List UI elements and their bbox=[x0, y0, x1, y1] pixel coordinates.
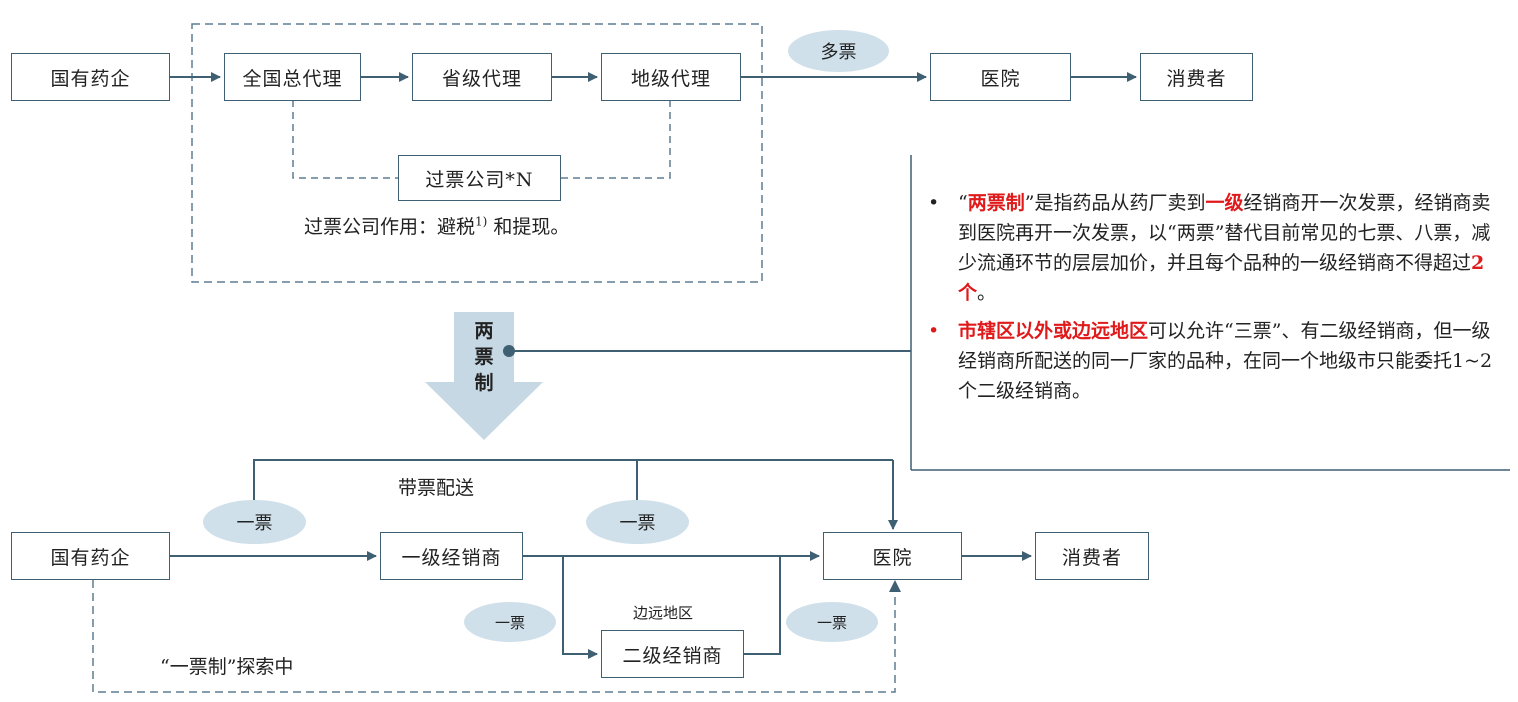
policy-note-remote-area: • 市辖区以外或边远地区可以允许“三票”、有二级经销商，但一级经销商所配送的同一… bbox=[928, 316, 1493, 406]
bullet-dot: • bbox=[928, 320, 940, 342]
one-ticket-oval-secondary-in: 一票 bbox=[464, 602, 556, 642]
node-label: 国有药企 bbox=[50, 67, 131, 90]
node-hospital-bottom: 医院 bbox=[823, 532, 962, 580]
highlight-text: 两票制 bbox=[967, 192, 1025, 214]
node-hospital-top: 医院 bbox=[930, 53, 1071, 101]
highlight-text: 一级 bbox=[1205, 192, 1244, 214]
oval-label: 一票 bbox=[619, 513, 656, 534]
node-prefecture-agent: 地级代理 bbox=[601, 53, 741, 101]
node-ticket-company: 过票公司*N bbox=[398, 155, 561, 201]
two-ticket-arrow-label: 两 票 制 bbox=[469, 318, 499, 396]
two-ticket-down-arrow bbox=[425, 312, 543, 440]
policy-note-two-ticket: • “两票制”是指药品从药厂卖到一级经销商开一次发票，经销商卖到医院再开一次发票… bbox=[928, 188, 1493, 308]
dashed-prefecture-to-ticket-company bbox=[561, 100, 671, 179]
node-label: 医院 bbox=[980, 67, 1021, 90]
highlight-text: 2个 bbox=[958, 252, 1485, 304]
node-national-agent: 全国总代理 bbox=[224, 53, 361, 101]
multi-ticket-oval: 多票 bbox=[788, 30, 889, 72]
node-label: 全国总代理 bbox=[242, 67, 343, 90]
node-consumer-top: 消费者 bbox=[1140, 53, 1253, 101]
policy-notes: • “两票制”是指药品从药厂卖到一级经销商开一次发票，经销商卖到医院再开一次发票… bbox=[928, 188, 1493, 414]
one-ticket-exploring-label: “一票制”探索中 bbox=[160, 656, 294, 678]
ticket-company-note: 过票公司作用：避税1) 和提现。 bbox=[304, 212, 569, 239]
oval-label: 一票 bbox=[236, 513, 273, 534]
note-text-end: 和提现。 bbox=[487, 216, 570, 238]
node-label: 省级代理 bbox=[441, 67, 522, 90]
node-label: 医院 bbox=[872, 546, 913, 569]
agent-chain-dashed-frame bbox=[191, 23, 763, 283]
node-soe-pharma-top: 国有药企 bbox=[11, 53, 170, 101]
highlight-text: 市辖区以外或边远地区 bbox=[958, 320, 1149, 342]
node-secondary-distributor: 二级经销商 bbox=[601, 630, 744, 678]
node-label: 地级代理 bbox=[630, 67, 711, 90]
connector-dot bbox=[503, 345, 515, 357]
note-text: ”是指药品从药厂卖到 bbox=[1024, 192, 1206, 214]
node-provincial-agent: 省级代理 bbox=[412, 53, 552, 101]
node-label: 消费者 bbox=[1061, 546, 1122, 569]
one-ticket-oval-middle: 一票 bbox=[586, 500, 689, 544]
dashed-loop-arrowhead bbox=[889, 580, 901, 592]
dashed-national-to-ticket-company bbox=[292, 100, 398, 179]
arrow-secondary-to-hospital bbox=[744, 556, 781, 655]
one-ticket-oval-secondary-out: 一票 bbox=[786, 602, 878, 642]
node-label: 二级经销商 bbox=[622, 644, 723, 667]
with-ticket-delivery-label: 带票配送 bbox=[398, 477, 475, 499]
bullet-dot: • bbox=[928, 192, 940, 214]
arrow-char: 制 bbox=[474, 372, 494, 394]
note-text: 。 bbox=[977, 282, 997, 304]
delivery-line-left bbox=[253, 459, 893, 510]
note-text: 可以允许“三票”、有二级经销商，但一级经销商所配送的同一厂家的品种，在同一个地级… bbox=[958, 320, 1493, 402]
oval-label: 多票 bbox=[820, 42, 857, 63]
node-consumer-bottom: 消费者 bbox=[1035, 532, 1149, 580]
node-label: 过票公司*N bbox=[425, 168, 534, 191]
remote-area-label: 边远地区 bbox=[633, 604, 694, 622]
footnote-marker: 1) bbox=[475, 214, 488, 229]
node-primary-distributor: 一级经销商 bbox=[380, 532, 523, 580]
node-label: 消费者 bbox=[1166, 67, 1227, 90]
arrow-char: 票 bbox=[474, 346, 494, 368]
arrow-primary-to-secondary bbox=[562, 556, 598, 659]
node-soe-pharma-bottom: 国有药企 bbox=[11, 532, 170, 580]
oval-label: 一票 bbox=[494, 613, 525, 632]
oval-label: 一票 bbox=[816, 613, 847, 632]
one-ticket-dashed-loop bbox=[92, 580, 896, 693]
node-label: 一级经销商 bbox=[401, 546, 502, 569]
one-ticket-oval-left: 一票 bbox=[203, 500, 306, 544]
note-text: 经销商开一次发票，经销商卖到医院再开一次发票，以“两票”替代目前常见的七票、八票… bbox=[958, 192, 1491, 274]
arrow-char: 两 bbox=[474, 320, 494, 342]
node-label: 国有药企 bbox=[50, 546, 131, 569]
note-text: “ bbox=[958, 192, 968, 214]
note-text: 过票公司作用：避税 bbox=[304, 216, 476, 238]
